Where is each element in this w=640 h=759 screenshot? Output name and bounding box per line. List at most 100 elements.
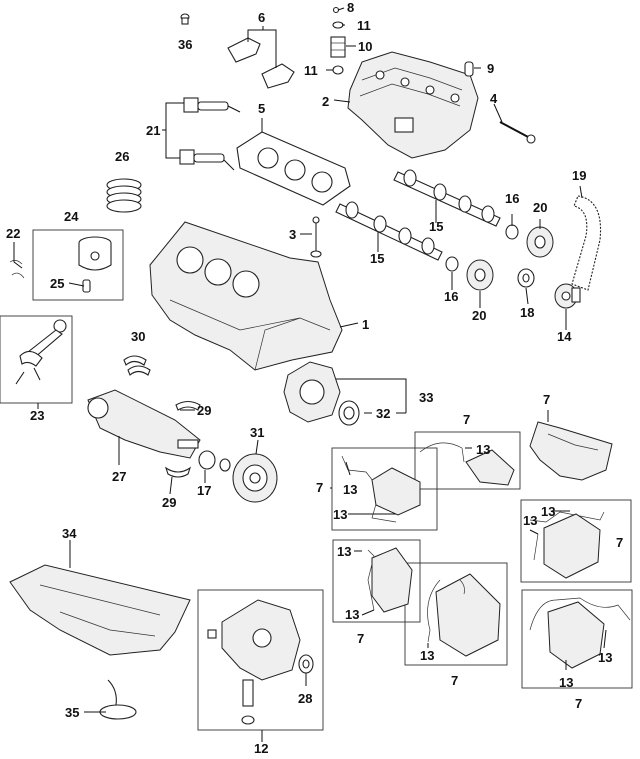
timing-cover-gasket-box-c: [332, 539, 421, 623]
callout-8: 8: [347, 0, 354, 15]
callout-13-f: 13: [420, 648, 434, 663]
connecting-rod-group-box: [0, 315, 73, 404]
cam-seal-lower: [445, 256, 459, 272]
cover-gasket-d: [427, 573, 501, 657]
callout-34: 34: [62, 526, 77, 541]
valve-retainer: [332, 21, 344, 29]
callout-10: 10: [358, 39, 372, 54]
callout-15-a: 15: [429, 219, 443, 234]
cover-gasket-e: [529, 511, 605, 579]
connecting-rod: [15, 319, 67, 385]
callout-19: 19: [572, 168, 586, 183]
valve-keeper: [332, 6, 340, 14]
main-bearing-lower: [164, 466, 192, 478]
oil-pickup: [99, 679, 137, 720]
callout-13-g: 13: [541, 504, 555, 519]
callout-13-a: 13: [476, 442, 490, 457]
callout-32: 32: [376, 406, 390, 421]
vvt-solenoid-lower: [179, 149, 235, 171]
cam-seal-upper: [505, 224, 519, 240]
callout-23: 23: [30, 408, 44, 423]
head-gasket: [236, 131, 351, 206]
piston-rings: [106, 178, 142, 213]
piston-group-box: [32, 229, 124, 301]
callout-20-a: 20: [533, 200, 547, 215]
callout-31: 31: [250, 425, 264, 440]
callout-14: 14: [557, 329, 572, 344]
timing-cover-gasket-box-f: [521, 589, 633, 689]
callout-7-d: 7: [616, 535, 623, 550]
callout-13-i: 13: [598, 650, 612, 665]
engine-block: [149, 221, 343, 371]
rocker-arm-lower: [261, 63, 295, 89]
callout-13-b: 13: [343, 482, 357, 497]
callout-16-b: 16: [444, 289, 458, 304]
callout-26: 26: [115, 149, 129, 164]
callout-13-h: 13: [523, 513, 537, 528]
rocker-arm-upper: [227, 37, 261, 63]
cylinder-head: [347, 51, 479, 159]
timing-cover-gasket-box-b: [331, 447, 438, 531]
cover-gasket-f: [529, 597, 631, 669]
callout-7-e: 7: [357, 631, 364, 646]
timing-cover-gasket-box-e: [520, 499, 632, 583]
callout-36: 36: [178, 37, 192, 52]
piston-pin: [82, 279, 91, 293]
rear-timing-cover: [529, 421, 613, 481]
callout-25: 25: [50, 276, 64, 291]
crank-sprocket: [198, 450, 231, 472]
callout-6: 6: [258, 10, 265, 25]
callout-29-a: 29: [197, 403, 211, 418]
vvt-solenoid-upper: [183, 97, 241, 113]
timing-belt: [571, 195, 602, 291]
callout-13-d: 13: [337, 544, 351, 559]
callout-30: 30: [131, 329, 145, 344]
oil-pump-seal: [298, 654, 314, 674]
callout-labels: 1 2 3 4 5 6 7 7 7 7 7 7 7 8 9 10 11 11 1…: [6, 0, 623, 756]
vvt-gear-upper: [526, 226, 554, 258]
callout-13-c: 13: [333, 507, 347, 522]
callout-2: 2: [322, 94, 329, 109]
rear-seal-retainer: [283, 361, 341, 423]
crankshaft: [87, 389, 201, 459]
callout-15-b: 15: [370, 251, 384, 266]
callout-16-a: 16: [505, 191, 519, 206]
oil-pump: [207, 599, 301, 725]
callout-11-a: 11: [357, 18, 371, 33]
callout-35: 35: [65, 705, 79, 720]
cover-gasket-a: [419, 442, 515, 486]
callout-21: 21: [146, 123, 160, 138]
callout-3: 3: [289, 227, 296, 242]
spark-plug-tube: [180, 13, 190, 25]
callout-13-j: 13: [559, 675, 573, 690]
callout-7-f: 7: [451, 673, 458, 688]
callout-13-e: 13: [345, 607, 359, 622]
callout-7-a: 7: [463, 412, 470, 427]
callout-7-g: 7: [575, 696, 582, 711]
callout-29-b: 29: [162, 495, 176, 510]
callout-28: 28: [298, 691, 312, 706]
cover-gasket-c: [367, 547, 413, 613]
valve-seal: [332, 65, 344, 75]
callout-20-b: 20: [472, 308, 486, 323]
callout-33: 33: [419, 390, 433, 405]
idler-pulley: [517, 268, 535, 288]
main-bearing-upper: [175, 400, 201, 411]
callout-17: 17: [197, 483, 211, 498]
callout-9: 9: [487, 61, 494, 76]
rear-main-seal: [338, 400, 360, 426]
callout-18: 18: [520, 305, 534, 320]
callout-24: 24: [64, 209, 79, 224]
cover-gasket-b: [341, 455, 421, 523]
timing-cover-gasket-box-a: [414, 431, 521, 490]
callout-5: 5: [258, 101, 265, 116]
vvt-gear-lower: [466, 259, 494, 291]
head-bolt: [499, 121, 536, 144]
callout-11-b: 11: [304, 63, 318, 78]
callout-12: 12: [254, 741, 268, 756]
callout-7-b: 7: [316, 480, 323, 495]
camshaft-lower: [335, 201, 443, 261]
piston: [78, 236, 112, 271]
callout-7-c: 7: [543, 392, 550, 407]
dowel-pin: [464, 61, 474, 77]
